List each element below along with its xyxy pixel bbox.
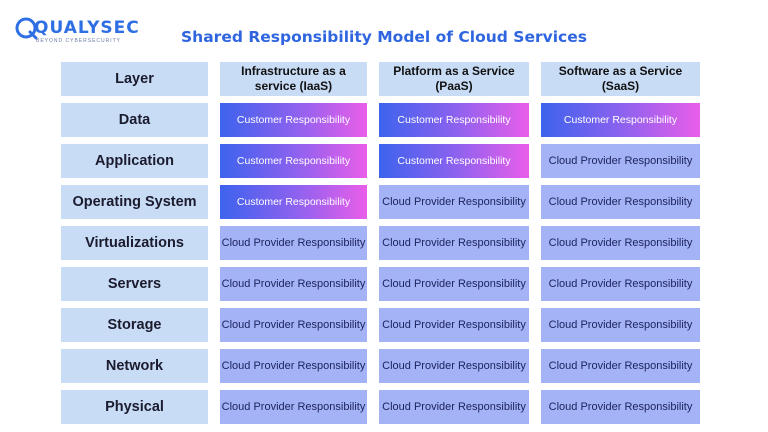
provider-responsibility-cell: Cloud Provider Responsibility [220, 349, 367, 383]
provider-responsibility-cell: Cloud Provider Responsibility [541, 267, 700, 301]
brand-name: QUALYSEC [34, 18, 140, 38]
customer-responsibility-cell: Customer Responsibility [220, 144, 367, 178]
header-layer: Layer [61, 62, 208, 96]
customer-responsibility-cell: Customer Responsibility [220, 185, 367, 219]
brand-tagline: BEYOND CYBERSECURITY [36, 38, 122, 44]
provider-responsibility-cell: Cloud Provider Responsibility [220, 267, 367, 301]
header-iaas: Infrastructure as a service (IaaS) [220, 62, 367, 96]
layer-label: Operating System [61, 185, 208, 219]
layer-label: Data [61, 103, 208, 137]
customer-responsibility-cell: Customer Responsibility [379, 103, 529, 137]
customer-responsibility-cell: Customer Responsibility [220, 103, 367, 137]
page-title: Shared Responsibility Model of Cloud Ser… [181, 28, 587, 46]
provider-responsibility-cell: Cloud Provider Responsibility [379, 226, 529, 260]
header-saas: Software as a Service (SaaS) [541, 62, 700, 96]
provider-responsibility-cell: Cloud Provider Responsibility [379, 267, 529, 301]
logo-q-icon [15, 17, 38, 40]
provider-responsibility-cell: Cloud Provider Responsibility [220, 308, 367, 342]
provider-responsibility-cell: Cloud Provider Responsibility [541, 308, 700, 342]
layer-label: Servers [61, 267, 208, 301]
layer-label: Virtualizations [61, 226, 208, 260]
header-paas: Platform as a Service (PaaS) [379, 62, 529, 96]
brand-logo: QUALYSEC BEYOND CYBERSECURITY [14, 14, 139, 48]
provider-responsibility-cell: Cloud Provider Responsibility [220, 226, 367, 260]
provider-responsibility-cell: Cloud Provider Responsibility [541, 226, 700, 260]
layer-label: Storage [61, 308, 208, 342]
layer-label: Application [61, 144, 208, 178]
customer-responsibility-cell: Customer Responsibility [541, 103, 700, 137]
provider-responsibility-cell: Cloud Provider Responsibility [379, 390, 529, 424]
layer-label: Network [61, 349, 208, 383]
responsibility-table: Layer Infrastructure as a service (IaaS)… [61, 62, 700, 424]
provider-responsibility-cell: Cloud Provider Responsibility [379, 185, 529, 219]
provider-responsibility-cell: Cloud Provider Responsibility [541, 185, 700, 219]
provider-responsibility-cell: Cloud Provider Responsibility [220, 390, 367, 424]
customer-responsibility-cell: Customer Responsibility [379, 144, 529, 178]
provider-responsibility-cell: Cloud Provider Responsibility [541, 349, 700, 383]
layer-label: Physical [61, 390, 208, 424]
provider-responsibility-cell: Cloud Provider Responsibility [379, 349, 529, 383]
provider-responsibility-cell: Cloud Provider Responsibility [379, 308, 529, 342]
provider-responsibility-cell: Cloud Provider Responsibility [541, 390, 700, 424]
provider-responsibility-cell: Cloud Provider Responsibility [541, 144, 700, 178]
